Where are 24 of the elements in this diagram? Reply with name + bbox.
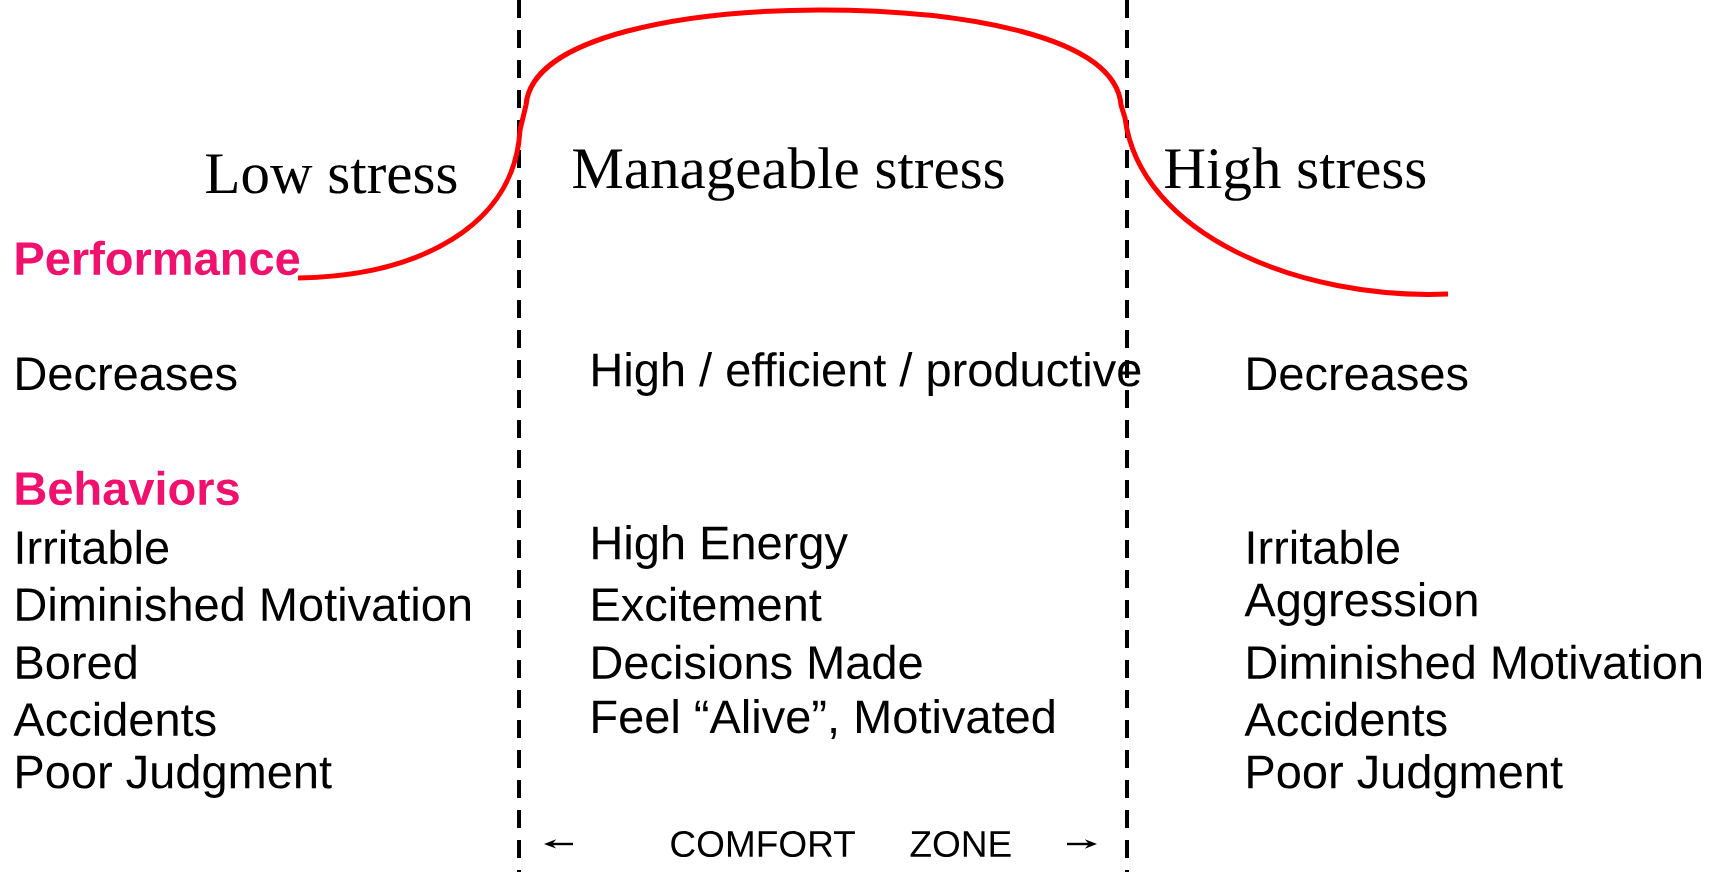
section-heading: Performance: [16, 240, 300, 276]
label-text: ZONE: [910, 830, 1011, 858]
label-text: Aggression: [1244, 582, 1477, 626]
label-text: Decisions Made: [593, 644, 922, 680]
label-text: Feel “Alive”, Motivated: [593, 699, 1054, 740]
label-text: Diminished Motivation: [17, 586, 470, 622]
label-text: COMFORT: [671, 830, 855, 858]
label-text: Accidents: [1244, 701, 1447, 737]
label-text: Excitement: [593, 586, 822, 622]
label-text: Poor Judgment: [1248, 754, 1563, 798]
label-text: High Energy: [593, 525, 848, 569]
label-text: Decreases: [17, 357, 237, 391]
label-text: Decreases: [1248, 357, 1468, 391]
label-text: Accidents: [13, 701, 216, 737]
label-text: High / efficient / productive: [593, 352, 1141, 396]
label-text: Irritable: [17, 529, 169, 565]
zone-heading: High stress: [1165, 147, 1426, 201]
zone-heading: Low stress: [206, 154, 457, 194]
label-text: Irritable: [1248, 529, 1400, 565]
label-text: Bored: [17, 644, 136, 680]
zone-heading: Manageable stress: [573, 147, 1004, 201]
section-heading: Behaviors: [16, 470, 239, 506]
label-text: Poor Judgment: [17, 754, 332, 798]
label-text: Diminished Motivation: [1248, 644, 1701, 680]
